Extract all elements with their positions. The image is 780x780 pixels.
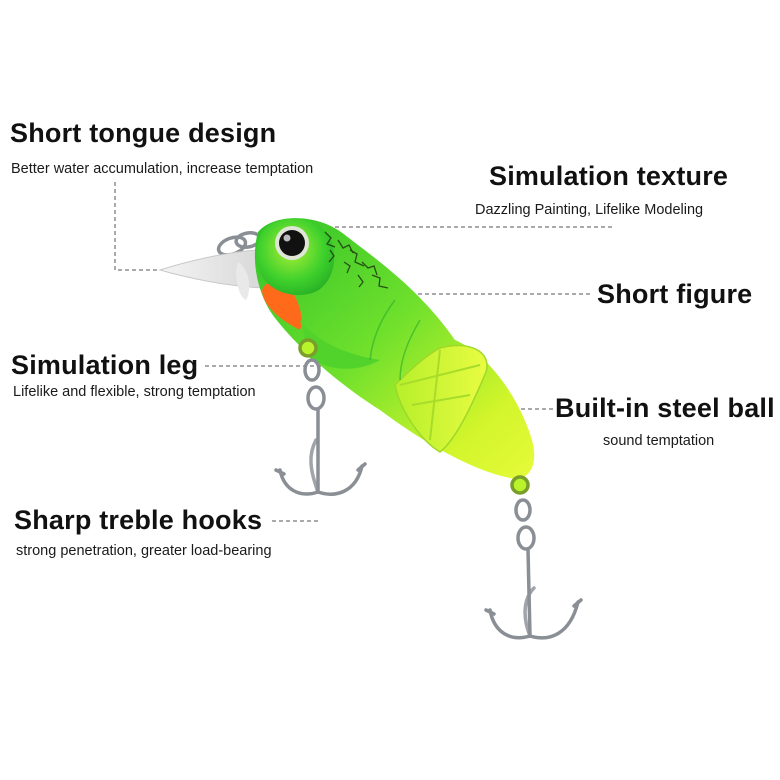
ball-subtitle: sound temptation [603,433,715,449]
front-treble-hook [274,338,367,496]
leg-subtitle: Lifelike and flexible, strong temptation [13,384,256,400]
hooks-subtitle: strong penetration, greater load-bearing [16,543,272,559]
tongue-title: Short tongue design [10,118,277,148]
hooks-title: Sharp treble hooks [14,505,263,535]
lure-eye [275,226,309,260]
leg-title: Simulation leg [11,350,199,380]
leader-tongue [114,182,188,271]
rear-treble-hook [484,475,583,640]
ball-title: Built-in steel ball [555,393,775,423]
simulation-leg [300,320,488,453]
texture-title: Simulation texture [489,161,729,191]
texture-subtitle: Dazzling Painting, Lifelike Modeling [475,202,704,218]
tongue-subtitle: Better water accumulation, increase temp… [11,161,314,177]
figure-title: Short figure [597,279,753,309]
simulation-texture [324,231,389,289]
